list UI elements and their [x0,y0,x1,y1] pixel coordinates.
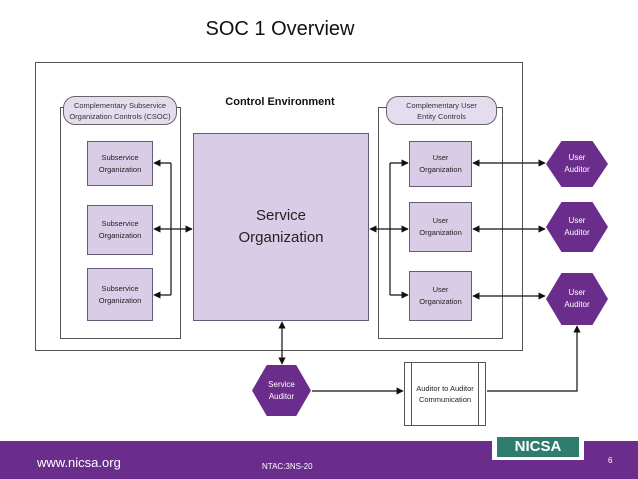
auditor-communication-box: Auditor to Auditor Communication [404,362,486,426]
user-organization-2: User Organization [409,202,472,252]
footer-code: NTAC:3NS-20 [262,462,313,471]
subservice-organization-2: Subservice Organization [87,205,153,255]
footer-url[interactable]: www.nicsa.org [37,455,121,470]
csoc-pill: Complementary Subservice Organization Co… [63,96,177,125]
slide-title: SOC 1 Overview [205,18,355,40]
cuec-pill: Complementary User Entity Controls [386,96,497,125]
subservice-organization-3: Subservice Organization [87,268,153,321]
arrow-auditor-comm-right [487,325,581,392]
service-organization: Service Organization [193,133,369,321]
page-number: 6 [608,456,613,465]
user-organization-3: User Organization [409,271,472,321]
control-environment-label: Control Environment [225,96,335,108]
nicsa-logo: NICSA [497,437,579,457]
subservice-organization-1: Subservice Organization [87,141,153,186]
service-auditor: Service Auditor [252,365,311,416]
user-organization-1: User Organization [409,141,472,187]
